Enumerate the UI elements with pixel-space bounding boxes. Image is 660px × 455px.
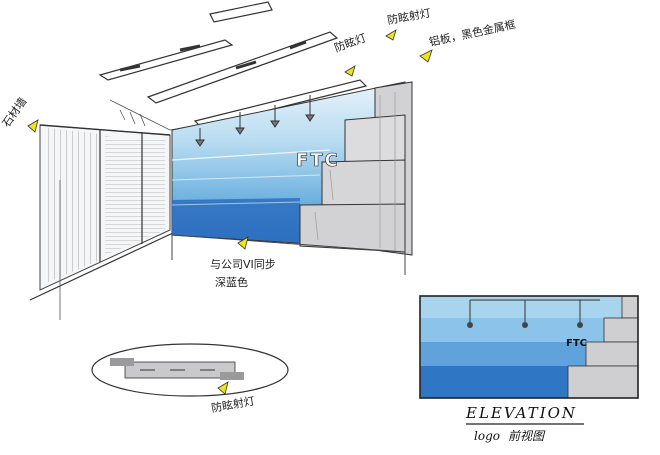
floor-lines [171,234,406,275]
arrow-icon [419,49,433,63]
elevation-title: ELEVATION [465,404,577,422]
arrow-icon [217,381,229,395]
annotation-panel-material: 铝板，黑色金属框 [428,17,517,49]
elevation-subtitle-prefix: logo [474,429,500,443]
elevation-logo: FTC [566,338,587,349]
annotation-left-wall: 石材墙 [0,95,29,130]
annotation-vi-color: 与公司VI同步 [210,258,276,271]
wall-logo: FTC [296,150,340,171]
elevation-subtitle: 前视图 [508,429,546,443]
arrow-icon [27,119,39,133]
left-window-wall [29,124,176,320]
arrow-icon [344,65,356,77]
annotation-arrows [27,29,433,395]
annotation-ceiling-light: 防眩灯 [332,30,368,54]
wall-spotlights [195,95,315,147]
arrow-icon [385,29,397,41]
annotation-vi-color-2: 深蓝色 [215,275,248,289]
annotation-plan-light: 防眩射灯 [210,394,256,415]
plan-inset [91,343,289,397]
arrow-icon [237,236,249,250]
annotation-top-light: 防眩射灯 [386,6,432,27]
ceiling-light-strips [98,1,368,128]
elevation-drawing [419,295,639,399]
